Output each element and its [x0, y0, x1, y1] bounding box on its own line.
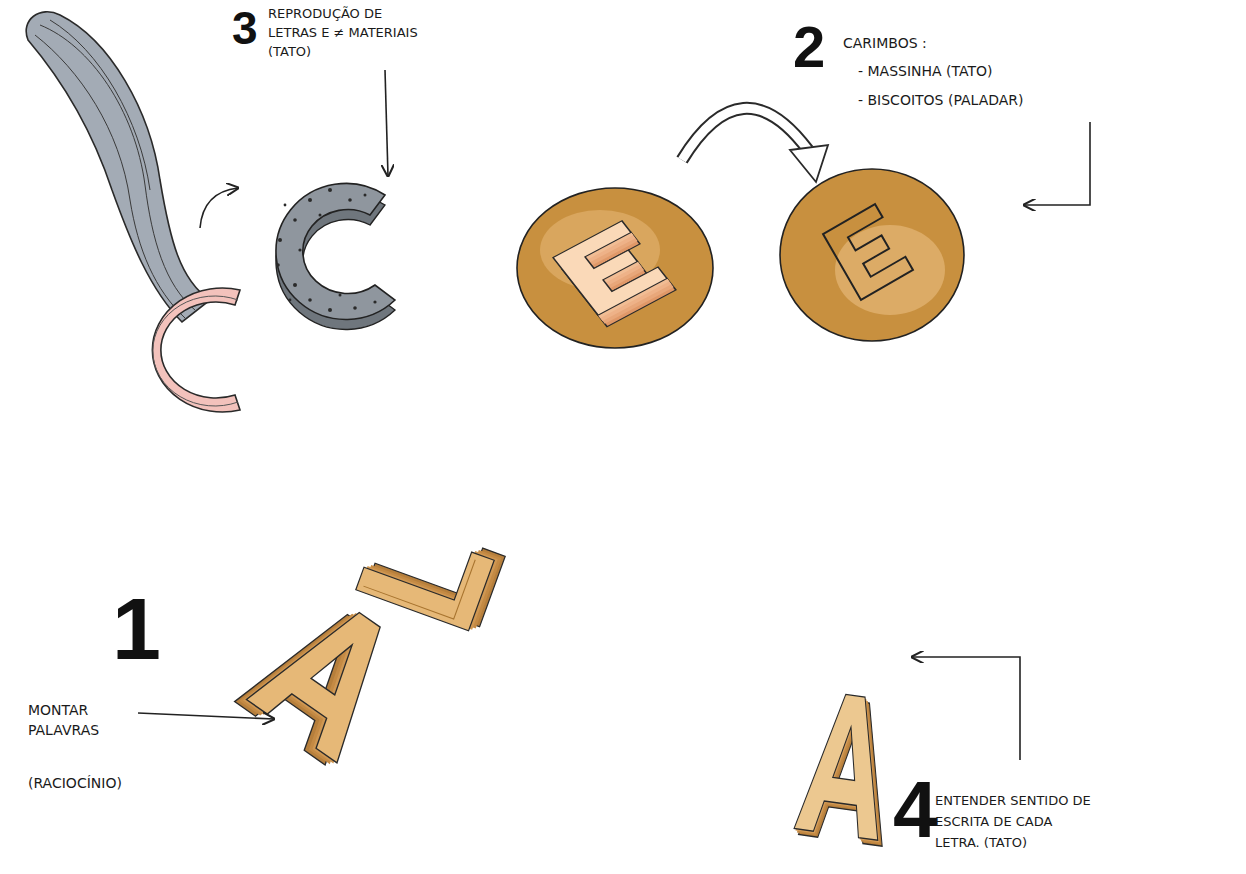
- transfer-arrow: [682, 108, 828, 182]
- swoosh-stroke: [50, 20, 150, 190]
- stamp-letter-e: [553, 221, 676, 327]
- callout-number: 3: [232, 5, 258, 51]
- note-heading: CARIMBOS :: [843, 35, 927, 51]
- leader-arrow: [912, 657, 1020, 760]
- list-item: - BISCOITOS (PALADAR): [858, 92, 1024, 108]
- swoosh: [26, 12, 210, 322]
- biscuit: [780, 169, 964, 341]
- biscuit-highlight: [835, 225, 945, 315]
- letter-a-block: [793, 690, 902, 846]
- note-text: REPRODUÇÃO DE LETRAS E ≠ MATERIAIS (TATO…: [268, 4, 428, 61]
- pink-letter-c-edge: [153, 296, 238, 406]
- letter-l-block: [356, 512, 505, 634]
- small-arrow: [200, 188, 238, 228]
- swoosh-stroke: [40, 25, 195, 310]
- word-letters: [138, 512, 505, 770]
- pink-letter-c: [152, 288, 240, 412]
- callout-number: 1: [112, 585, 161, 673]
- swoosh-stroke: [35, 35, 185, 318]
- biscuit-with-stamp: [517, 188, 713, 348]
- texture-dots: [276, 188, 376, 312]
- list-item: - MASSINHA (TATO): [858, 63, 993, 79]
- leader-arrow: [385, 70, 388, 176]
- note-text: ENTENDER SENTIDO DE ESCRITA DE CADA LETR…: [935, 790, 1100, 853]
- note-text: MONTAR PALAVRAS: [28, 700, 118, 740]
- callout-number: 4: [893, 770, 938, 850]
- stamped-biscuit: [780, 122, 1090, 341]
- stamped-letter-e: [823, 204, 913, 300]
- note-text: (RACIOCÍNIO): [28, 775, 122, 791]
- letter-a-block: [235, 583, 415, 770]
- leader-arrow: [138, 713, 274, 719]
- grey-c-face: [276, 183, 395, 319]
- callout-number: 2: [793, 18, 825, 76]
- leader-arrow: [1024, 122, 1090, 205]
- biscuit: [517, 188, 713, 348]
- swoosh-figure: [26, 12, 240, 412]
- grey-letter-c: [276, 70, 395, 329]
